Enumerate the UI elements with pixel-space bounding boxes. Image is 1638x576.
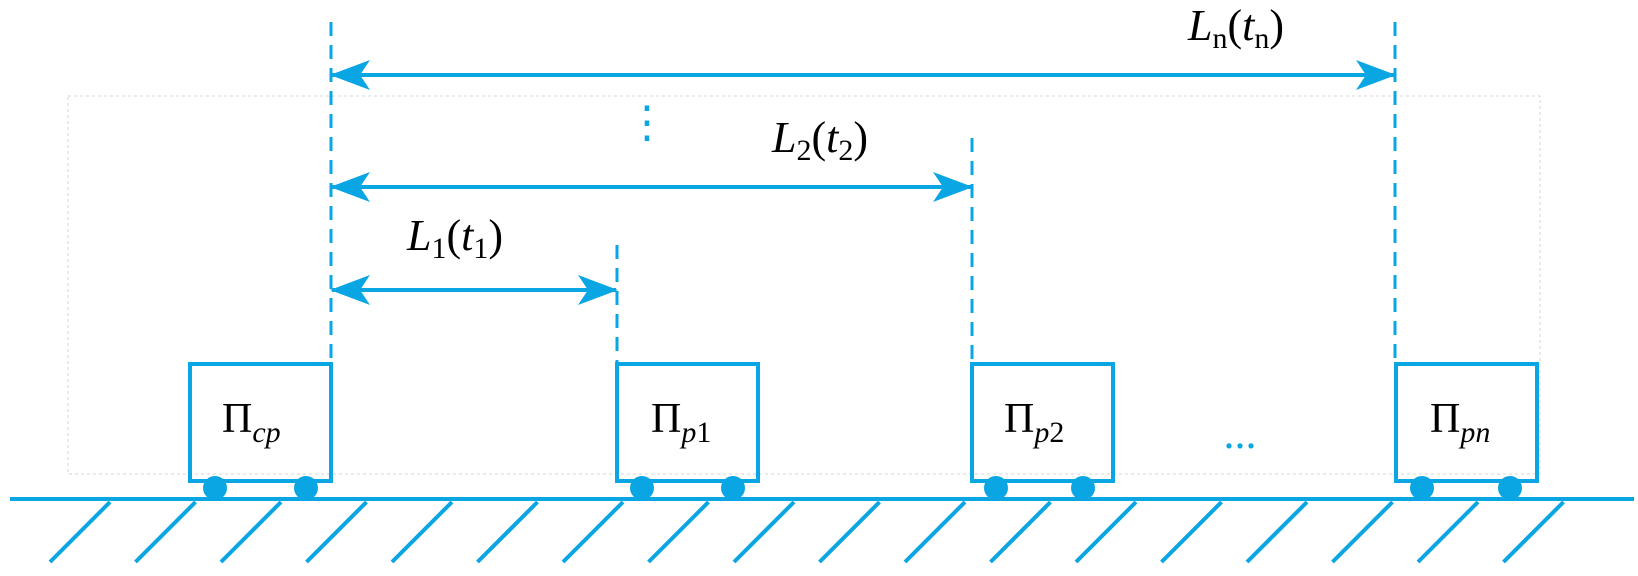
label-ln-t: t: [1242, 1, 1256, 50]
label-l2-tsub: 2: [838, 134, 853, 167]
label-l2-open: (: [811, 113, 826, 162]
label-l1-main: L: [406, 211, 431, 260]
label-ln-sub: n: [1212, 22, 1227, 55]
label-l1-close: ): [488, 211, 503, 260]
cart-p2-wheel-left: [984, 476, 1008, 500]
cart-cp-symbol: Π: [222, 396, 252, 442]
hatch-stroke: [219, 500, 283, 564]
cart-cp-wheel-left: [203, 476, 227, 500]
hatch-stroke: [305, 500, 368, 564]
hatch-stroke: [561, 500, 625, 564]
label-ln-close: ): [1269, 1, 1284, 50]
cart-cp-sub: cp: [252, 416, 280, 449]
label-l1-tsub: 1: [473, 232, 488, 265]
cart-p2-sub: p: [1032, 416, 1049, 449]
cart-cp-label: Πcp: [222, 396, 281, 449]
cart-cp-wheel-right: [294, 476, 318, 500]
cart-pn-wheel-left: [1410, 476, 1434, 500]
cart-p1: Πp1: [615, 362, 760, 500]
cart-pn-sub: pn: [1458, 416, 1490, 449]
hatch-stroke: [732, 500, 796, 564]
hatch-stroke: [1331, 500, 1394, 564]
hatch-stroke: [390, 500, 454, 564]
label-ln-main: L: [1187, 1, 1212, 50]
cart-p1-wheel-left: [630, 476, 654, 500]
cart-p2-body: [970, 362, 1115, 483]
hatch-stroke: [989, 500, 1052, 564]
label-l1-open: (: [446, 211, 461, 260]
cart-p2-label: Πp2: [1004, 396, 1064, 449]
hatch-stroke: [818, 500, 881, 564]
cart-p2: Πp2: [970, 362, 1115, 500]
label-l2-main: L: [771, 113, 796, 162]
cart-cp: Πcp: [188, 362, 333, 500]
label-l1-sub: 1: [431, 232, 446, 265]
hatch-stroke: [1160, 500, 1223, 564]
cart-p1-sub: p: [679, 416, 696, 449]
hatch-stroke: [1416, 500, 1480, 564]
cart-pn-symbol: Π: [1430, 396, 1460, 442]
cart-pn-wheel-right: [1498, 476, 1522, 500]
label-ln-tsub: n: [1254, 22, 1269, 55]
cart-p2-sub-num: 2: [1049, 416, 1064, 449]
hatch-stroke: [48, 500, 112, 564]
label-l1-t: t: [461, 211, 475, 260]
cart-pn: Πpn: [1394, 362, 1539, 500]
label-l2-close: ): [853, 113, 868, 162]
cart-p1-wheel-right: [721, 476, 745, 500]
horizontal-ellipsis: ...: [1224, 409, 1257, 458]
vertical-ellipsis: ⋮: [625, 98, 669, 147]
hatch-stroke: [476, 500, 539, 564]
label-l2: L2(t2): [771, 113, 868, 167]
label-l1: L1(t1): [406, 211, 503, 265]
label-l2-sub: 2: [796, 134, 811, 167]
cart-p2-symbol: Π: [1004, 396, 1034, 442]
hatch-stroke: [1074, 500, 1138, 564]
label-l2-t: t: [826, 113, 840, 162]
cart-p1-label: Πp1: [651, 396, 711, 449]
label-ln-open: (: [1227, 1, 1242, 50]
hatch-stroke: [1245, 500, 1309, 564]
cart-p2-wheel-right: [1071, 476, 1095, 500]
cart-p1-sub-num: 1: [696, 416, 711, 449]
cart-cp-body: [188, 362, 333, 483]
hatch-stroke: [903, 500, 967, 564]
label-ln: Ln(tn): [1187, 1, 1284, 55]
hatch-stroke: [1502, 500, 1565, 564]
cart-pn-body: [1394, 362, 1539, 483]
cart-pn-label: Πpn: [1430, 396, 1490, 449]
cart-p1-symbol: Π: [651, 396, 681, 442]
hatch-stroke: [647, 500, 710, 564]
ground-hatching: [48, 500, 1565, 564]
hatch-stroke: [134, 500, 197, 564]
background-frame: [67, 95, 1541, 475]
cart-p1-body: [615, 362, 760, 483]
